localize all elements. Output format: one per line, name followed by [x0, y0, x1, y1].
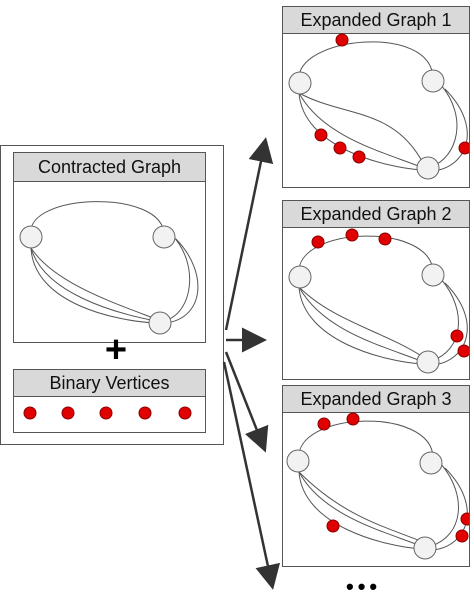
- binary-vertices-drawing: [23, 406, 192, 420]
- binary-vertices-panel: Binary Vertices: [13, 369, 206, 433]
- binary-vertex: [457, 344, 469, 358]
- binary-vertex: [23, 406, 37, 420]
- more-graphs-ellipsis: •••: [346, 574, 382, 599]
- binary-vertex: [335, 33, 349, 47]
- binary-vertex: [314, 128, 328, 142]
- contracted-edge: [165, 238, 199, 324]
- binary-vertex: [311, 235, 325, 249]
- contracted-edge: [163, 234, 191, 322]
- binary-vertex: [378, 232, 392, 246]
- binary-vertex: [333, 141, 347, 155]
- graph-node: [413, 536, 437, 560]
- expanded-graph-3-title: Expanded Graph 3: [283, 386, 469, 413]
- binary-vertex: [450, 329, 464, 343]
- contracted-edge: [30, 247, 157, 322]
- graph-node: [416, 156, 440, 180]
- edge: [298, 92, 422, 168]
- contracted-node-left: [19, 225, 43, 249]
- edge: [432, 88, 468, 172]
- edge: [298, 471, 424, 543]
- graph-node: [421, 263, 445, 287]
- binary-vertex: [61, 406, 75, 420]
- edge: [298, 420, 434, 461]
- expanded-graph-1-panel: Expanded Graph 1: [282, 6, 470, 188]
- binary-vertex: [346, 412, 360, 426]
- edge: [430, 278, 459, 362]
- binary-vertices-title: Binary Vertices: [14, 370, 205, 397]
- edge: [298, 92, 424, 164]
- binary-vertex: [326, 519, 340, 533]
- binary-vertex: [458, 141, 469, 155]
- expanded-graph-3-panel: Expanded Graph 3: [282, 385, 470, 567]
- edge: [298, 92, 422, 171]
- expanded-graph-1-title: Expanded Graph 1: [283, 7, 469, 34]
- contracted-edge: [30, 201, 165, 236]
- edge: [298, 471, 422, 550]
- binary-vertex: [460, 512, 469, 526]
- arrow-to-expanded-3: [224, 351, 269, 453]
- binary-vertex: [138, 406, 152, 420]
- contracted-graph-panel: Contracted Graph: [13, 152, 206, 343]
- plus-symbol: +: [104, 329, 128, 371]
- edge: [298, 235, 434, 276]
- binary-vertex: [455, 529, 469, 543]
- edge: [298, 41, 434, 82]
- edge: [298, 471, 422, 547]
- edge: [432, 282, 468, 366]
- binary-vertex: [352, 150, 366, 164]
- edge: [298, 286, 424, 358]
- edge: [298, 286, 422, 365]
- binary-vertex: [178, 406, 192, 420]
- expanded-graph-1-drawing: [288, 33, 469, 180]
- expanded-graph-2-drawing: [288, 228, 469, 374]
- contracted-node-bottom: [148, 311, 172, 335]
- binary-vertex: [345, 228, 359, 242]
- contracted-edge: [30, 247, 157, 320]
- graph-node: [288, 265, 312, 289]
- binary-vertex: [99, 406, 113, 420]
- graph-node: [416, 350, 440, 374]
- contracted-graph-drawing: [19, 201, 199, 335]
- contracted-node-right: [152, 225, 176, 249]
- graph-node: [286, 449, 310, 473]
- edge: [298, 286, 422, 362]
- arrow-to-more: [222, 361, 281, 590]
- binary-vertex: [317, 417, 331, 431]
- contracted-graph-title: Contracted Graph: [14, 153, 205, 182]
- expanded-graph-2-title: Expanded Graph 2: [283, 201, 469, 228]
- edge: [430, 84, 458, 168]
- graph-node: [421, 69, 445, 93]
- expanded-graph-3-drawing: [286, 412, 469, 560]
- expanded-graph-2-panel: Expanded Graph 2: [282, 200, 470, 380]
- graph-node: [288, 71, 312, 95]
- edge: [430, 463, 459, 547]
- arrow-to-expanded-1: [224, 137, 274, 331]
- contracted-edge: [30, 247, 157, 324]
- graph-node: [419, 451, 443, 475]
